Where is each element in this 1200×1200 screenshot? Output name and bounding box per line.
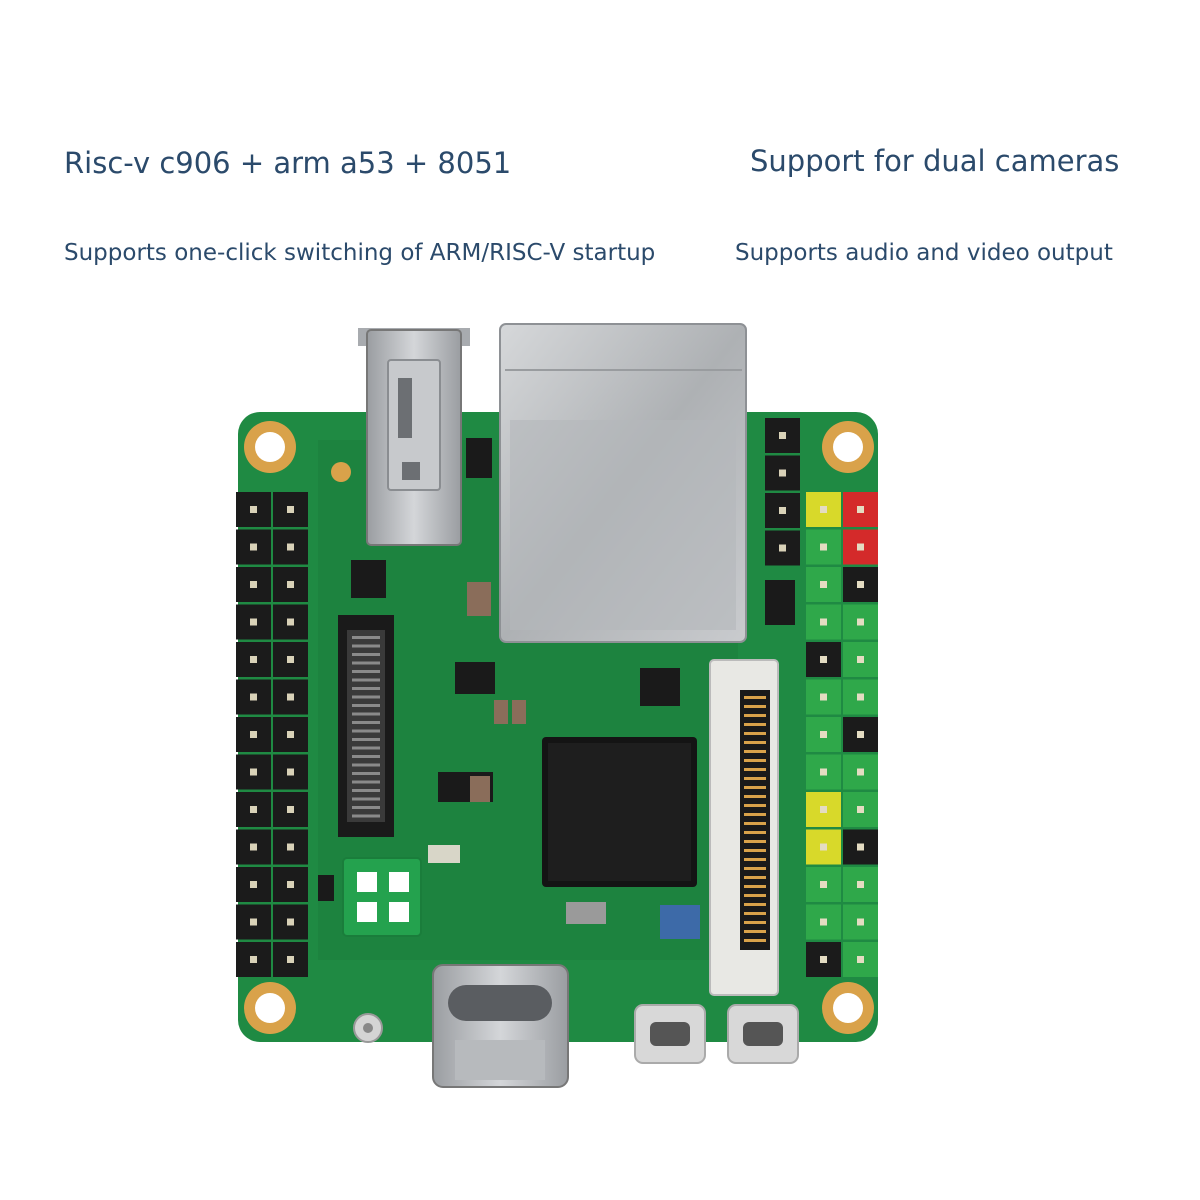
wifi-module xyxy=(342,857,422,937)
feature-cpu: Risc-v c906 + arm a53 + 8051 xyxy=(64,146,512,180)
antenna-connector xyxy=(353,1013,383,1043)
camera-connector-left xyxy=(338,615,394,837)
mounting-holes xyxy=(244,421,874,1034)
right-pin-header xyxy=(806,492,878,977)
ethernet-jack xyxy=(499,323,747,643)
feature-av-output: Supports audio and video output xyxy=(735,240,1113,266)
left-pin-header xyxy=(236,492,308,977)
push-buttons xyxy=(634,1004,799,1064)
feature-boot-switching: Supports one-click switching of ARM/RISC… xyxy=(64,240,656,266)
passive-components xyxy=(428,582,700,939)
main-soc-chip xyxy=(542,737,697,887)
usb-a-port xyxy=(358,328,470,546)
feature-dual-cameras: Support for dual cameras xyxy=(750,144,1120,178)
top-right-pin-header xyxy=(765,418,800,566)
camera-connector-right xyxy=(709,659,779,996)
usb-c-port xyxy=(432,964,569,1088)
